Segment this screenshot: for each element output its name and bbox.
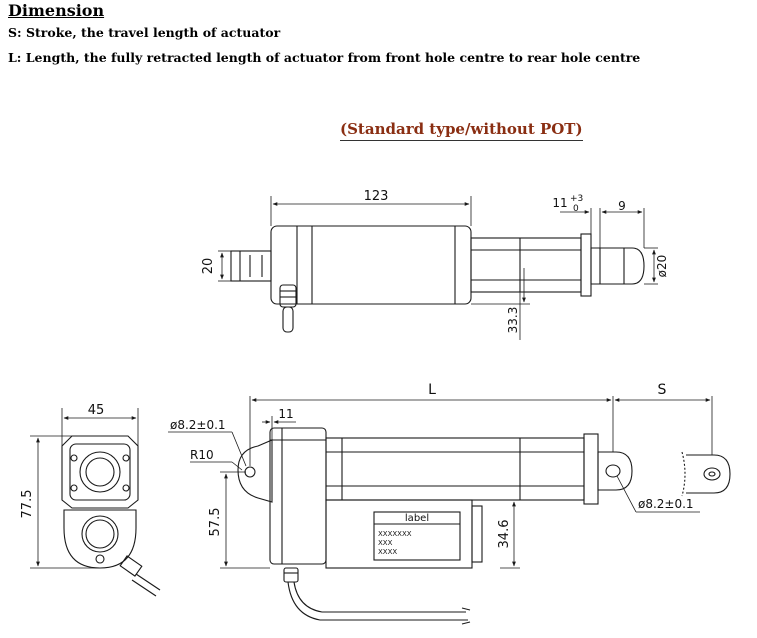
side-view-dimensions (168, 396, 713, 569)
dim-body-length: 123 (364, 189, 389, 204)
drawing-subtitle: (Standard type/without POT) (340, 120, 583, 141)
dim-end-height: 77.5 (20, 490, 35, 519)
dim-front-tol-lower: 0 (573, 204, 579, 214)
dim-end-width: 45 (88, 403, 105, 418)
dim-front-hole: ø8.2±0.1 (638, 497, 694, 511)
label-title: label (405, 513, 429, 524)
dim-stroke: S (658, 382, 667, 398)
dim-hole-height: 57.5 (208, 508, 223, 537)
dim-radius: R10 (190, 448, 214, 462)
dim-rod-diameter: ø20 (655, 255, 669, 278)
dim-left-height: 20 (201, 258, 216, 275)
dim-motor-height: 33.3 (506, 307, 520, 334)
end-view-dimensions (30, 408, 139, 569)
label-line-2: XXX (378, 539, 393, 547)
stroke-definition: S: Stroke, the travel length of actuator (8, 25, 281, 40)
dim-length: L (428, 382, 436, 398)
dim-offset: 11 (278, 407, 293, 421)
dim-front-tol-upper: +3 (570, 194, 583, 204)
dim-front-base: 11 (552, 196, 567, 210)
section-title: Dimension (8, 1, 105, 20)
dim-body-height: 34.6 (497, 520, 512, 549)
dim-rear-hole: ø8.2±0.1 (170, 418, 226, 432)
dim-rod-end: 9 (618, 199, 626, 213)
end-view-actuator (61, 435, 161, 597)
top-view-dimensions (218, 196, 658, 340)
extended-rod-end (681, 451, 731, 497)
label-line-1: XXXXXXX (378, 530, 412, 538)
length-definition: L: Length, the fully retracted length of… (8, 50, 641, 65)
top-view-actuator (230, 225, 645, 333)
label-line-3: XXXX (378, 548, 397, 556)
side-view-actuator (237, 427, 633, 625)
